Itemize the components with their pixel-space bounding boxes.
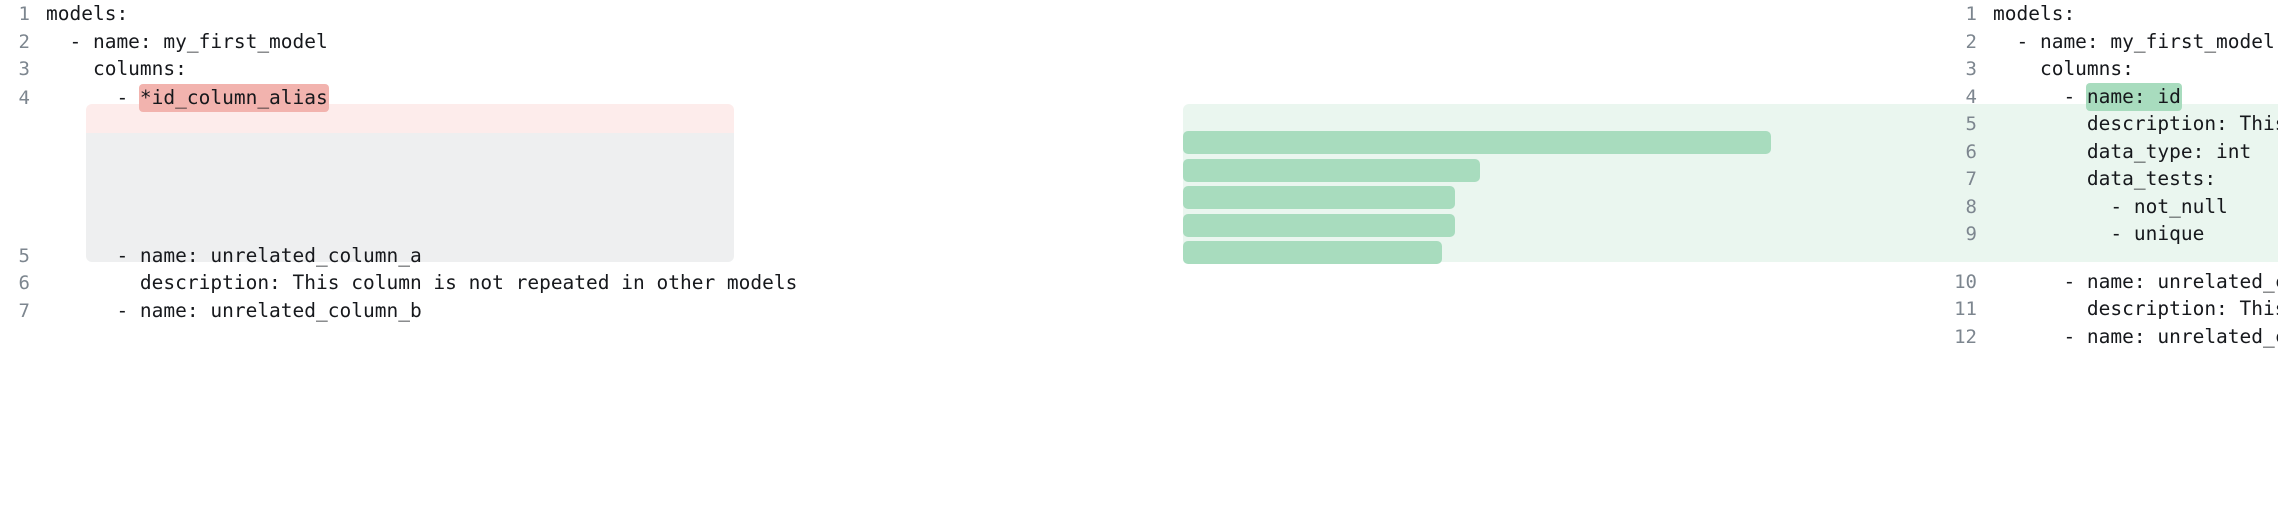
code-lines-after: 1 models: 2 - name: my_first_model 3 col… [1947,0,2278,350]
code-line-added[interactable]: 5 description: This is a unique identifi… [1947,110,2278,138]
code-line[interactable]: 1 models: [1947,0,2278,28]
line-number: 8 [1965,195,1977,218]
line-content: columns: [46,57,187,80]
line-number: 12 [1954,325,1977,348]
line-content: - name: id [1993,82,2182,111]
line-content: - name: unrelated_column_a [46,243,422,267]
line-content: columns: [1993,57,2134,80]
line-number: 3 [18,58,30,80]
line-number: 11 [1954,298,1977,320]
line-number: 6 [18,272,30,294]
filler-row [8,222,1139,242]
line-number: 7 [1965,168,1977,190]
code-line[interactable]: 10 - name: unrelated_column_a [1947,268,2278,296]
line-content: - unique [1993,222,2205,245]
line-number: 3 [1965,58,1977,80]
line-number: 7 [18,299,30,322]
line-number: 2 [18,30,30,53]
line-content: description: This column is not repeated… [2086,297,2278,320]
line-content: - *id_column_alias [46,83,329,112]
line-content: - name: unrelated_column_b [46,298,422,322]
removed-token: *id_column_alias [138,83,329,112]
code-line-removed[interactable]: 4 - *id_column_alias [8,83,1139,112]
line-content: models: [46,2,129,25]
line-content: models: [1993,2,2076,25]
line-number: 4 [1965,85,1977,108]
code-line-added[interactable]: 8 - not_null [1947,193,2278,221]
line-content: - name: my_first_model [1993,29,2275,53]
diff-pane-after: 1 models: 2 - name: my_first_model 3 col… [1139,0,2278,528]
added-line-highlight [1183,158,1480,182]
line-number: 2 [1965,30,1977,53]
code-line[interactable]: 1 models: [8,0,1139,28]
added-line-highlight [1183,131,1771,154]
filler-row [8,194,1139,222]
code-line[interactable]: 11 description: This column is not repea… [1947,295,2278,323]
code-line[interactable]: 6 description: This column is not repeat… [8,269,1139,297]
line-number: 9 [1965,223,1977,245]
code-line[interactable]: 3 columns: [8,55,1139,83]
code-line-added[interactable]: 7 data_tests: [1947,165,2278,193]
code-line[interactable]: 2 - name: my_first_model [8,28,1139,56]
block-gap [1947,248,2278,268]
code-line[interactable]: 3 columns: [1947,55,2278,83]
added-line-highlight [1183,241,1442,264]
line-number: 6 [1965,140,1977,163]
line-content: - name: my_first_model [46,29,328,53]
code-line[interactable]: 2 - name: my_first_model [1947,28,2278,56]
added-token: name: id [2085,82,2182,111]
line-number: 1 [18,3,30,25]
line-content: data_tests: [1993,167,2217,190]
filler-row [8,112,1139,140]
code-line[interactable]: 7 - name: unrelated_column_b [8,297,1139,325]
code-lines-before: 1 models: 2 - name: my_first_model 3 col… [8,0,1139,324]
line-number: 5 [1965,113,1977,135]
added-line-highlight [1183,186,1455,209]
line-content: - name: unrelated_column_b [2063,324,2278,348]
line-number: 10 [1954,270,1977,293]
line-content: - name: unrelated_column_a [2063,269,2278,293]
line-content: description: This is a unique identifier… [2086,112,2278,135]
added-line-highlight [1183,213,1455,237]
code-line[interactable]: 12 - name: unrelated_column_b [1947,323,2278,351]
code-line-added[interactable]: 4 - name: id [1947,82,2278,111]
line-content: data_type: int [1993,139,2252,163]
filler-row [8,167,1139,195]
line-number: 5 [18,244,30,267]
code-line-added[interactable]: 6 data_type: int [1947,138,2278,166]
line-number: 4 [18,86,30,109]
filler-row [8,139,1139,167]
line-number: 1 [1965,3,1977,25]
filler-block-background [86,133,734,262]
line-content: description: This column is not repeated… [46,271,798,294]
line-content: - not_null [1993,194,2228,218]
code-line[interactable]: 5 - name: unrelated_column_a [8,242,1139,270]
diff-pane-before: 1 models: 2 - name: my_first_model 3 col… [8,0,1139,324]
code-line-added[interactable]: 9 - unique [1947,220,2278,248]
